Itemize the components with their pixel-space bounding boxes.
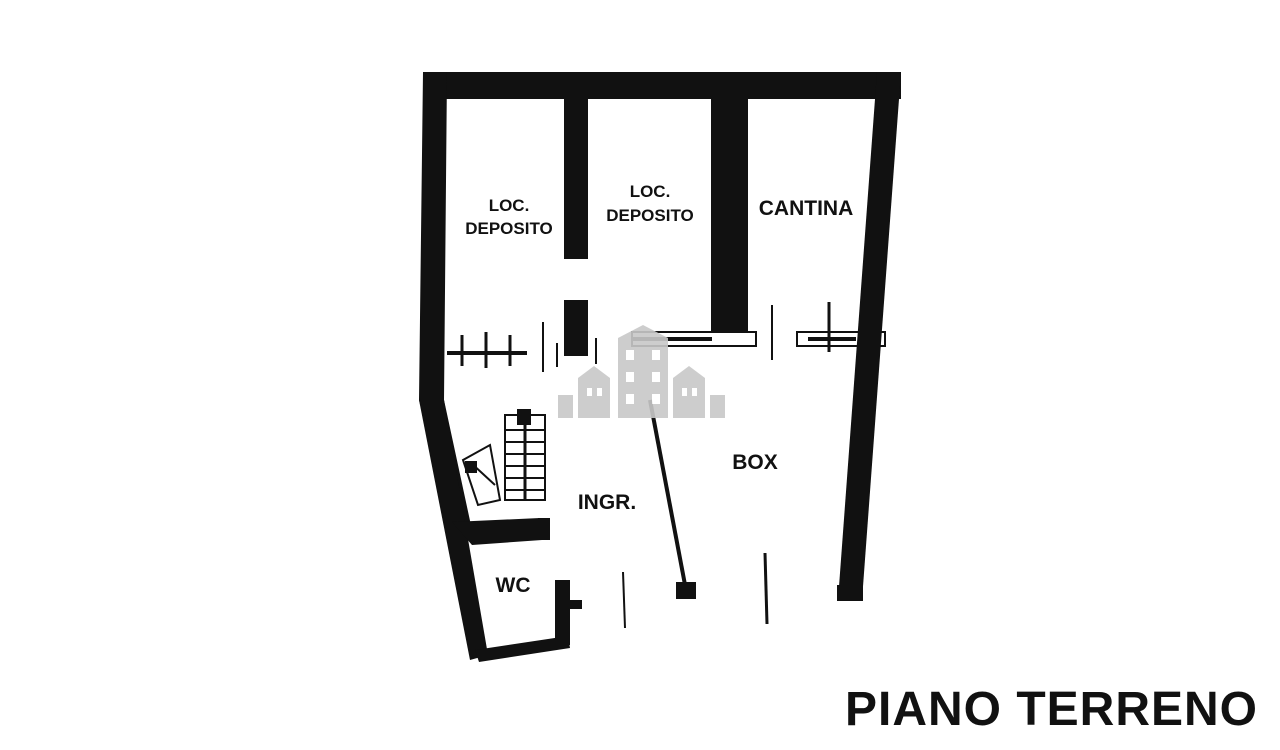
- openings: [447, 302, 886, 372]
- partition-deposito: [564, 96, 588, 259]
- wall-right: [838, 72, 901, 600]
- staircase: [461, 409, 546, 507]
- floor-title: PIANO TERRENO: [844, 683, 1258, 736]
- garage-markers: [622, 399, 769, 629]
- room-label-deposito-2-line2: DEPOSITO: [606, 206, 694, 225]
- partition-cantina: [711, 96, 748, 332]
- room-label-deposito-1-line2: DEPOSITO: [465, 219, 553, 238]
- room-label-deposito-1-line1: LOC.: [489, 196, 530, 215]
- wall-top: [423, 72, 901, 99]
- room-label-deposito-2-line1: LOC.: [630, 182, 671, 201]
- wall-left-lower: [419, 400, 488, 660]
- room-label-box: BOX: [732, 451, 778, 474]
- outer-walls: [419, 72, 901, 660]
- room-label-wc: WC: [496, 574, 531, 597]
- room-label-cantina: CANTINA: [759, 197, 854, 220]
- interior-walls: [564, 96, 748, 356]
- wall-right-base: [837, 585, 863, 601]
- room-label-ingresso: INGR.: [578, 491, 636, 514]
- partition-deposito-stub: [564, 300, 588, 356]
- wc-walls: [452, 518, 582, 662]
- building-watermark-icon: [558, 325, 725, 418]
